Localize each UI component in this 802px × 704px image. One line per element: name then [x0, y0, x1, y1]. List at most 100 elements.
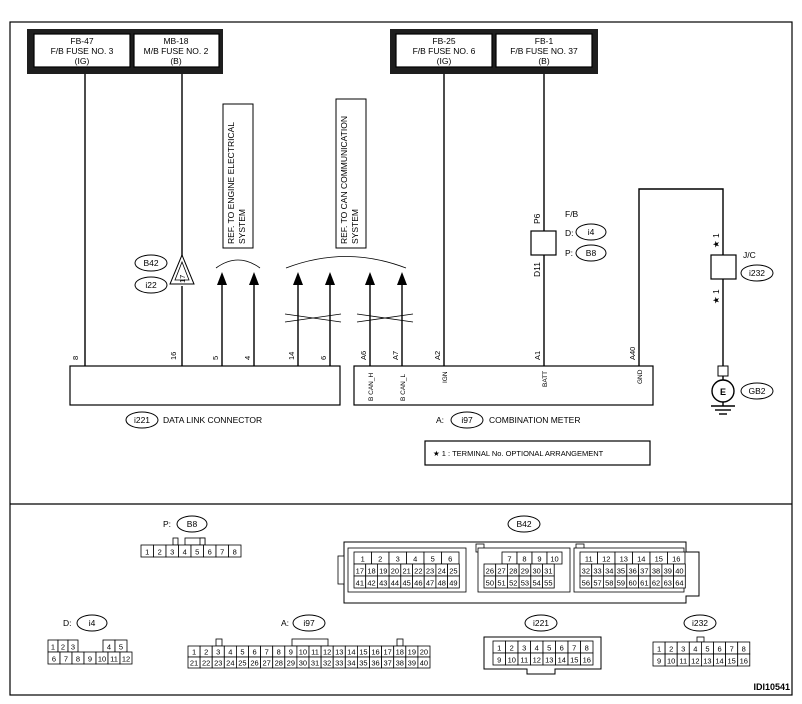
b42-39-pin: 39 — [664, 567, 672, 576]
i97-28-pin: 28 — [275, 659, 283, 668]
i221-3-pin: 3 — [522, 644, 526, 653]
ground-symbol: E — [711, 365, 735, 415]
b8-6-pin: 6 — [208, 548, 212, 557]
b42-25-pin: 25 — [449, 567, 457, 576]
i232-14-pin: 14 — [715, 657, 723, 666]
b42-23-pin: 23 — [426, 567, 434, 576]
i97-title: i97 — [303, 618, 315, 628]
i97-29-pin: 29 — [287, 659, 295, 668]
b42-20-pin: 20 — [391, 567, 399, 576]
i97-prefix: A: — [281, 618, 289, 628]
i97-32-pin: 32 — [323, 659, 331, 668]
triangle-pin-17: 17 — [169, 253, 195, 285]
twisted-pair-marks — [284, 313, 414, 323]
b42-28-pin: 28 — [509, 567, 517, 576]
b8-8-cell — [228, 544, 242, 558]
i97-38-pin: 38 — [396, 659, 404, 668]
i97-27-pin: 27 — [262, 659, 270, 668]
i221-10-pin: 10 — [508, 656, 516, 665]
label-gb2: GB2 — [748, 386, 765, 396]
i221-14-pin: 14 — [558, 656, 566, 665]
b42-18-pin: 18 — [367, 567, 375, 576]
i97-21-pin: 21 — [190, 659, 198, 668]
b8-1-pin: 1 — [145, 548, 149, 557]
i4-7-pin: 7 — [64, 655, 68, 664]
fuse-fb25-type: (IG) — [437, 56, 452, 66]
i4-10-pin: 10 — [98, 655, 106, 664]
star-top: ★ 1 — [711, 233, 721, 248]
i232-3-pin: 3 — [681, 645, 685, 654]
b42-14-pin: 14 — [637, 555, 645, 564]
i97-14-pin: 14 — [347, 648, 355, 657]
dlc-pin-4: 4 — [243, 356, 252, 360]
b42-31-pin: 31 — [544, 567, 552, 576]
b42-61-pin: 61 — [640, 579, 648, 588]
i97-34-pin: 34 — [347, 659, 355, 668]
i97-5-pin: 5 — [240, 648, 244, 657]
b42-45-pin: 45 — [402, 579, 410, 588]
i97-16-pin: 16 — [371, 648, 379, 657]
b42-10-pin: 10 — [550, 555, 558, 564]
i4-5-pin: 5 — [119, 643, 123, 652]
meter-pin-a7: A7 — [391, 351, 400, 360]
b42-34-pin: 34 — [605, 567, 613, 576]
fuse-block-left: FB-47 F/B FUSE NO. 3 (IG) MB-18 M/B FUSE… — [27, 29, 223, 74]
i4-2-pin: 2 — [61, 643, 65, 652]
label-d-prefix: D: — [565, 228, 574, 238]
b42-60-pin: 60 — [628, 579, 636, 588]
ref-engine-line2: SYSTEM — [237, 209, 247, 244]
b42-49-pin: 49 — [449, 579, 457, 588]
b42-1-pin: 1 — [361, 555, 365, 564]
i232-15-pin: 15 — [727, 657, 735, 666]
i232-10-pin: 10 — [667, 657, 675, 666]
label-b42: B42 — [143, 258, 158, 268]
label-i221: i221 — [134, 415, 150, 425]
b42-4-pin: 4 — [413, 555, 417, 564]
oval-b42 — [134, 254, 168, 272]
oval-i22 — [134, 276, 168, 294]
b42-3-pin: 3 — [396, 555, 400, 564]
meter-term-bcanl: B CAN_L — [400, 374, 407, 401]
fuse-fb1-name: F/B FUSE NO. 37 — [510, 46, 578, 56]
i97-18-pin: 18 — [396, 648, 404, 657]
oval-i232 — [740, 264, 774, 282]
i232-8-pin: 8 — [742, 645, 746, 654]
b42-21-pin: 21 — [402, 567, 410, 576]
i97-35-pin: 35 — [359, 659, 367, 668]
b42-52-pin: 52 — [509, 579, 517, 588]
b42-50-pin: 50 — [486, 579, 494, 588]
i97-33-pin: 33 — [335, 659, 343, 668]
b42-33-pin: 33 — [593, 567, 601, 576]
i4-prefix: D: — [63, 618, 72, 628]
b42-47-pin: 47 — [426, 579, 434, 588]
i97-36-pin: 36 — [371, 659, 379, 668]
b42-12-pin: 12 — [602, 555, 610, 564]
b8-2-pin: 2 — [158, 548, 162, 557]
b8-5-pin: 5 — [195, 548, 199, 557]
i97-31-pin: 31 — [311, 659, 319, 668]
i221-12-pin: 12 — [533, 656, 541, 665]
b42-56-pin: 56 — [582, 579, 590, 588]
b42-55-cell — [542, 575, 555, 589]
meter-term-gnd: GND — [637, 369, 644, 384]
b42-2-pin: 2 — [378, 555, 382, 564]
engine-bracket — [215, 259, 261, 269]
b42-9-pin: 9 — [537, 555, 541, 564]
b42-8-pin: 8 — [522, 555, 526, 564]
i97-8-pin: 8 — [277, 648, 281, 657]
note-box — [424, 440, 651, 466]
oval-i4 — [575, 223, 607, 241]
label-b8: B8 — [586, 248, 597, 258]
b42-36-pin: 36 — [628, 567, 636, 576]
i232-11-pin: 11 — [679, 657, 687, 666]
i4-12-pin: 12 — [122, 655, 130, 664]
b42-11-pin: 11 — [585, 555, 593, 564]
oval-gb2 — [740, 382, 774, 400]
fuse-mb18-name: M/B FUSE NO. 2 — [144, 46, 209, 56]
i97-7-pin: 7 — [265, 648, 269, 657]
i232-16-cell — [737, 653, 751, 667]
